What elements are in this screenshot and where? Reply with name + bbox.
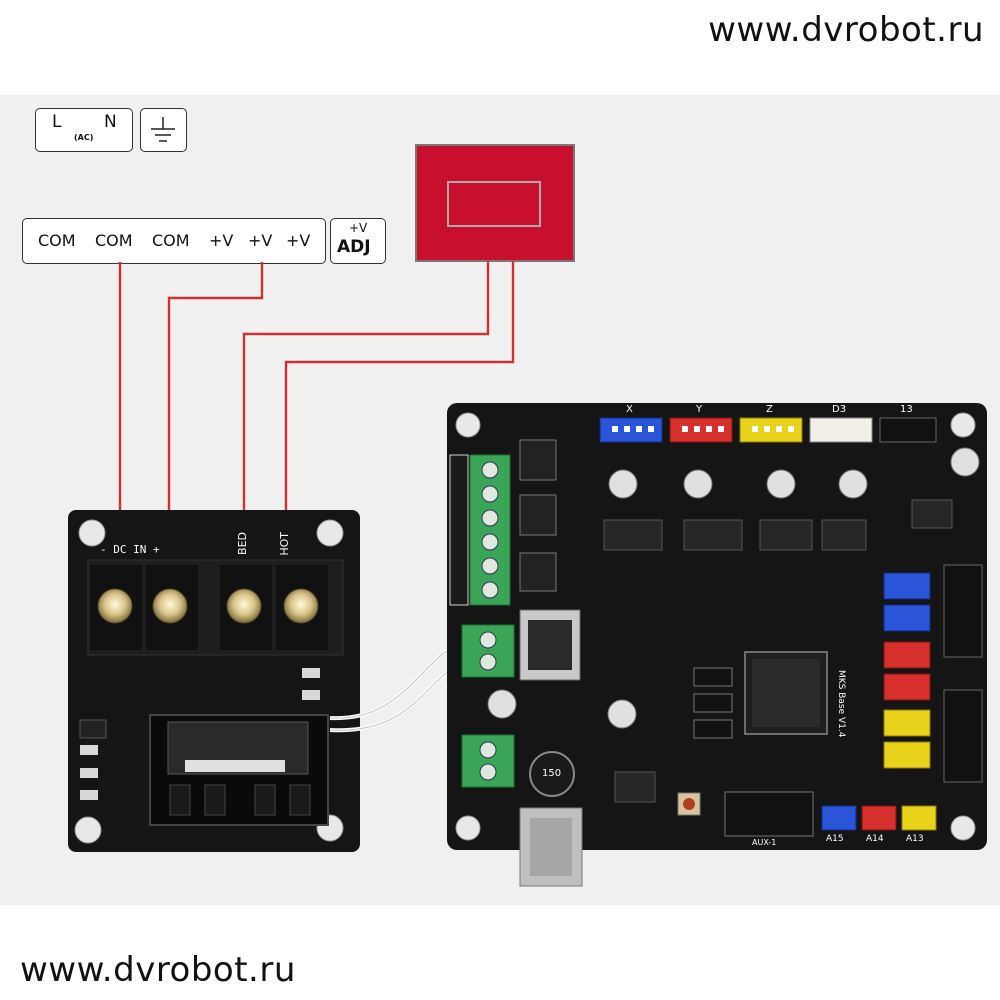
mount-hole [316, 519, 344, 547]
ground-icon [151, 117, 175, 142]
ac-type-label: (AC) [74, 133, 94, 142]
hot-label: HOT [278, 532, 291, 556]
dc-label-v-1: +V [209, 231, 234, 250]
label-a15: A15 [826, 834, 844, 844]
adj-terminal: +V ADJ [330, 218, 386, 264]
bed-label: BED [236, 532, 249, 555]
ac-l-label: L [52, 112, 62, 132]
aux-header [724, 791, 814, 837]
dc-label-com-1: COM [38, 231, 76, 250]
mount-hole [950, 815, 976, 841]
mount-hole [78, 519, 106, 547]
ground-terminal [140, 108, 187, 152]
screw-dc-plus [152, 588, 188, 624]
screw-dc-minus [97, 588, 133, 624]
board-name-label: MKS Base V1.4 [836, 670, 846, 738]
label-d3: D3 [832, 404, 847, 415]
ac-input-terminal: L N (AC) [35, 108, 133, 152]
wire-heatbed-to-hot [284, 261, 515, 525]
dc-output-terminal: COM COM COM +V +V +V [22, 218, 326, 264]
mosfet-board [68, 510, 360, 852]
dc-label-com-2: COM [95, 231, 133, 250]
dc-label-v-2: +V [248, 231, 273, 250]
connector-a13 [901, 805, 937, 831]
endstop-yellow-1 [883, 709, 931, 737]
dc-label-v-3: +V [286, 231, 311, 250]
mount-hole [455, 815, 481, 841]
connector-a15 [821, 805, 857, 831]
endstop-red-1 [883, 641, 931, 669]
screw-hot [283, 588, 319, 624]
label-y: Y [696, 404, 703, 415]
dc-label-com-3: COM [152, 231, 190, 250]
label-a14: A14 [866, 834, 884, 844]
aux-label: AUX-1 [752, 838, 777, 847]
capacitors [487, 447, 980, 729]
endstop-blue-2 [883, 604, 931, 632]
watermark-top: www.dvrobot.ru [708, 10, 984, 50]
heatbed [415, 144, 575, 262]
mount-hole [950, 412, 976, 438]
endstop-blue-1 [883, 572, 931, 600]
dc-in-label: - DC IN + [100, 543, 160, 556]
inductor-label: 150 [542, 768, 562, 779]
heatbed-inner-frame [447, 181, 541, 227]
endstop-yellow-2 [883, 741, 931, 769]
label-x: X [626, 404, 633, 415]
adj-bottom-label: ADJ [337, 237, 371, 257]
mount-hole [455, 412, 481, 438]
wire-heatbed-to-bed [242, 261, 490, 525]
wire-v-to-dc-plus [167, 262, 264, 525]
controller-board [447, 403, 987, 887]
screw-bed [226, 588, 262, 624]
label-13: 13 [900, 404, 913, 415]
connector-13 [879, 417, 937, 443]
endstop-red-2 [883, 673, 931, 701]
inductor [529, 751, 575, 797]
adj-top-label: +V [349, 221, 368, 235]
ac-n-label: N [104, 112, 117, 132]
green-output-terminal [469, 454, 511, 606]
mount-hole [74, 816, 102, 844]
connector-d3 [809, 417, 873, 443]
label-z: Z [766, 404, 773, 415]
watermark-bottom: www.dvrobot.ru [20, 950, 296, 990]
label-a13: A13 [906, 834, 924, 844]
connector-a14 [861, 805, 897, 831]
